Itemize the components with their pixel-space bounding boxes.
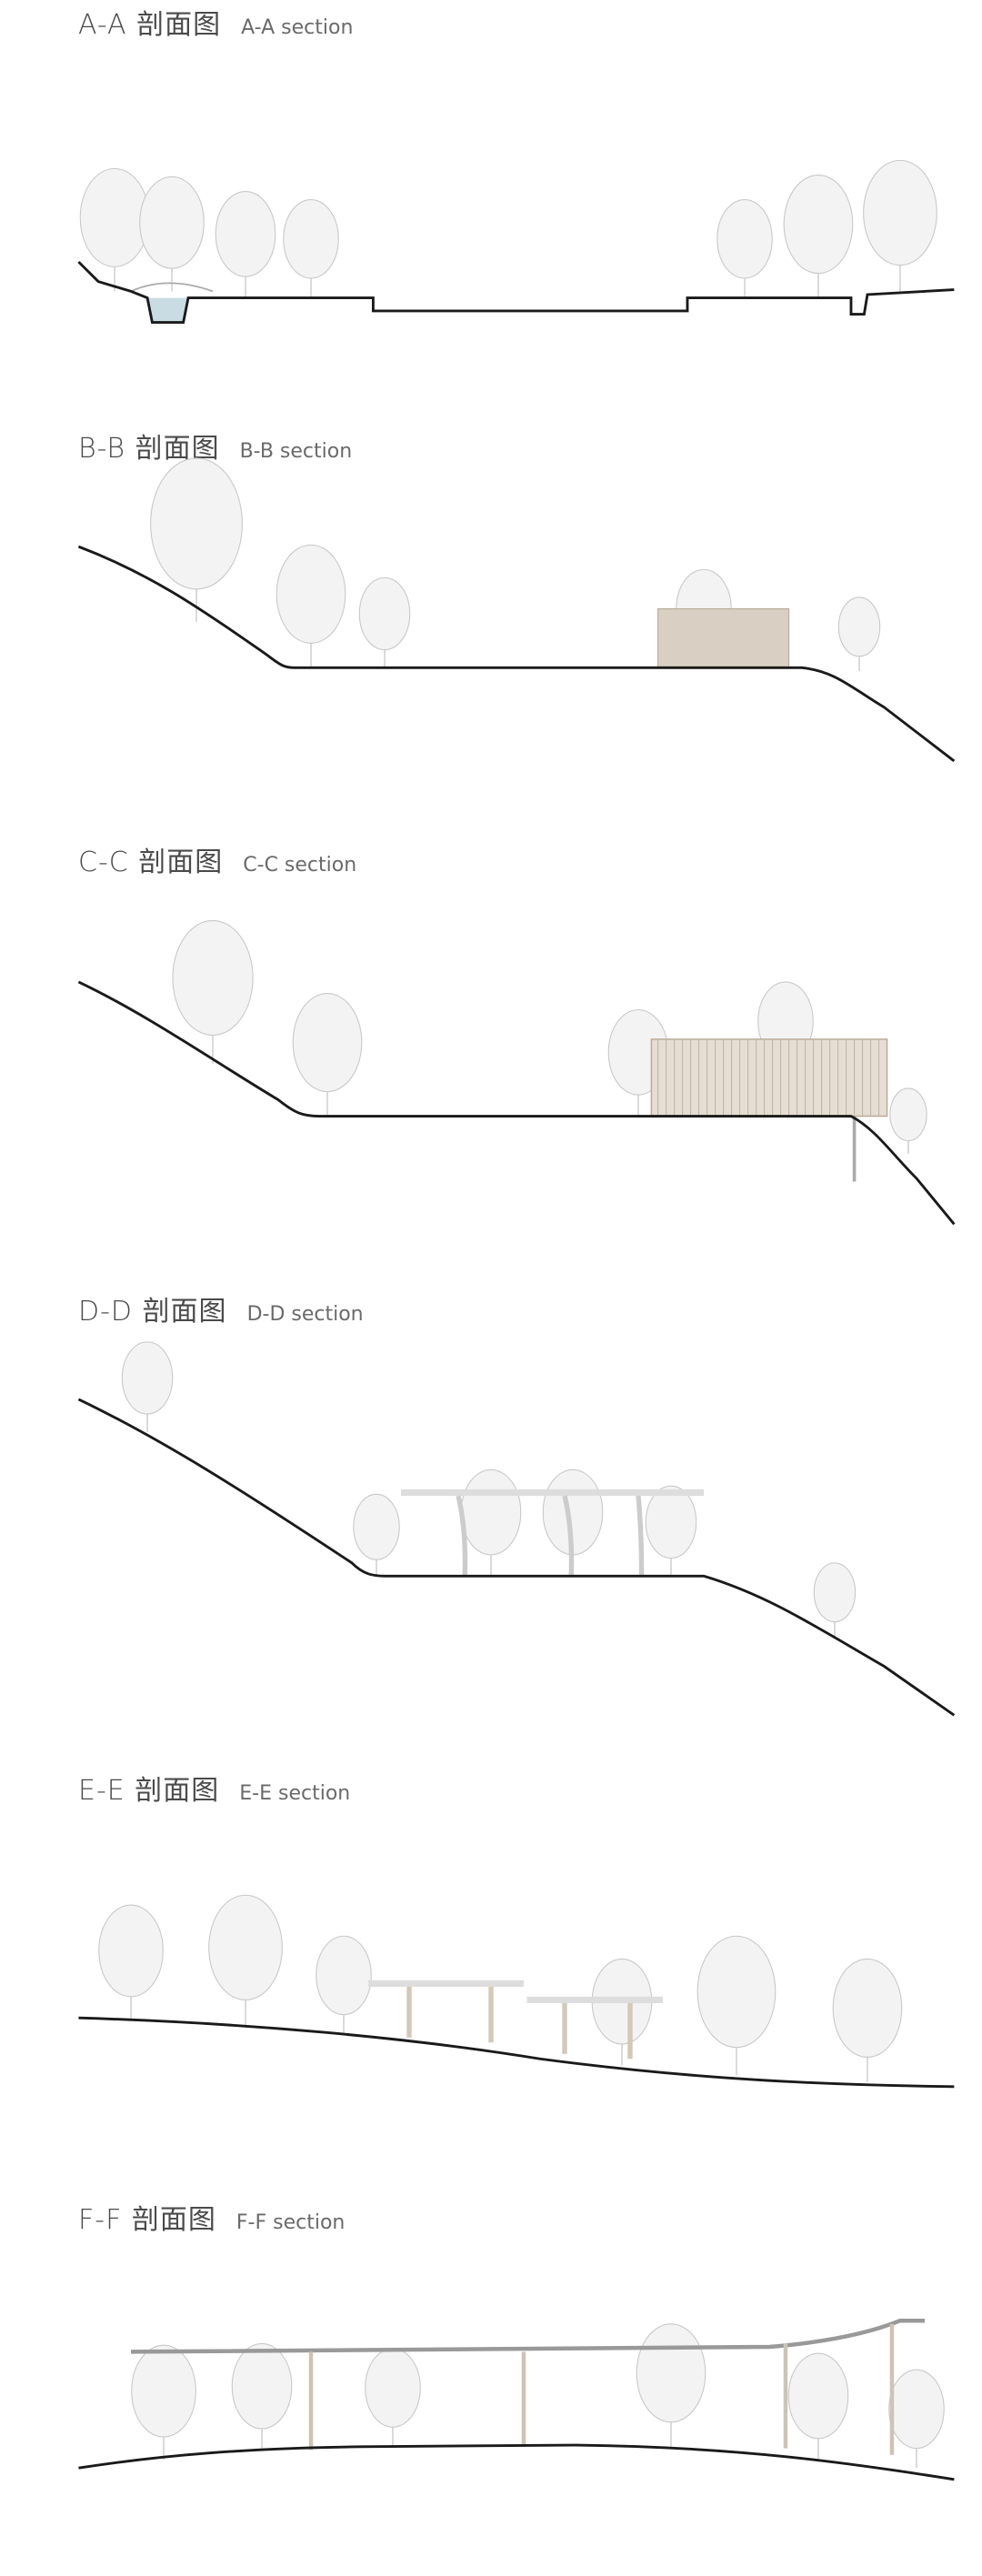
tree-icon [645, 1485, 697, 1577]
bridge [130, 282, 214, 293]
tree-icon [696, 1935, 777, 2076]
tree-icon [353, 1493, 400, 1577]
canopy-roofs [368, 1980, 663, 2004]
title-en: C-C section [243, 854, 357, 877]
title-en: D-D section [246, 1303, 364, 1326]
tree-icon [358, 576, 411, 668]
tree-icon [283, 199, 339, 298]
ground-lines [77, 260, 956, 2481]
title-zh: C-C 剖面图 [78, 847, 224, 878]
title-zh: D-D 剖面图 [78, 1296, 227, 1328]
canopy-columns [406, 1987, 633, 2060]
tree-icon [292, 992, 363, 1117]
pavilion-box [657, 608, 790, 668]
title-zh: E-E 剖面图 [78, 1775, 220, 1807]
tree-icon [460, 1468, 522, 1577]
slatted-pavilion [650, 1038, 888, 1118]
tree-icon [215, 191, 276, 298]
walkway-columns [308, 2323, 895, 2455]
section-title-f: F-F 剖面图 F-F section [78, 2197, 345, 2237]
tree-icon [863, 159, 937, 292]
title-zh: A-A 剖面图 [78, 9, 222, 41]
tree-icon [636, 2323, 706, 2447]
structures [130, 282, 925, 2455]
ground-line-f [78, 2443, 955, 2481]
tree-icon [172, 919, 254, 1064]
tree-icon [889, 1088, 927, 1154]
title-en: E-E section [239, 1782, 351, 1805]
ground-line-b [77, 545, 956, 763]
section-title-a: A-A 剖面图 A-A section [78, 2, 353, 42]
canopy-roof [401, 1488, 704, 1497]
section-title-e: E-E 剖面图 E-E section [78, 1768, 350, 1808]
tree-icon [716, 199, 773, 298]
tree-icon [121, 1341, 174, 1432]
ground-line-d [77, 1398, 956, 1717]
ground-line-e [78, 2016, 955, 2089]
title-en: F-F section [235, 2211, 346, 2234]
title-en: B-B section [239, 440, 353, 463]
tree-icon [316, 1935, 372, 2035]
vegetation-layer [79, 159, 945, 2469]
tree-icon [813, 1562, 857, 1637]
tree-icon [150, 457, 243, 622]
tree-icon [139, 175, 205, 292]
tree-icon [888, 2369, 945, 2469]
tree-icon [231, 2342, 293, 2451]
canopy-columns [456, 1495, 645, 1577]
section-title-d: D-D 剖面图 D-D section [78, 1288, 364, 1328]
section-title-c: C-C 剖面图 C-C section [78, 839, 356, 879]
tree-icon [591, 1958, 653, 2066]
water-channel [147, 297, 189, 323]
tree-icon [131, 2344, 196, 2461]
tree-icon [787, 2352, 849, 2461]
tree-icon [832, 1958, 903, 2082]
tree-icon [208, 1894, 283, 2027]
tree-icon [276, 544, 346, 668]
tree-icon [783, 175, 854, 298]
title-en: A-A section [241, 16, 354, 39]
tree-icon [837, 596, 881, 671]
pavilion-slats [657, 1038, 880, 1117]
ground-line-a [77, 260, 955, 325]
tree-icon [98, 1904, 164, 2020]
title-zh: F-F 剖面图 [78, 2204, 216, 2236]
ground-line-c [77, 980, 956, 1226]
tree-icon [365, 2348, 421, 2447]
elevated-walkway [131, 2318, 925, 2354]
